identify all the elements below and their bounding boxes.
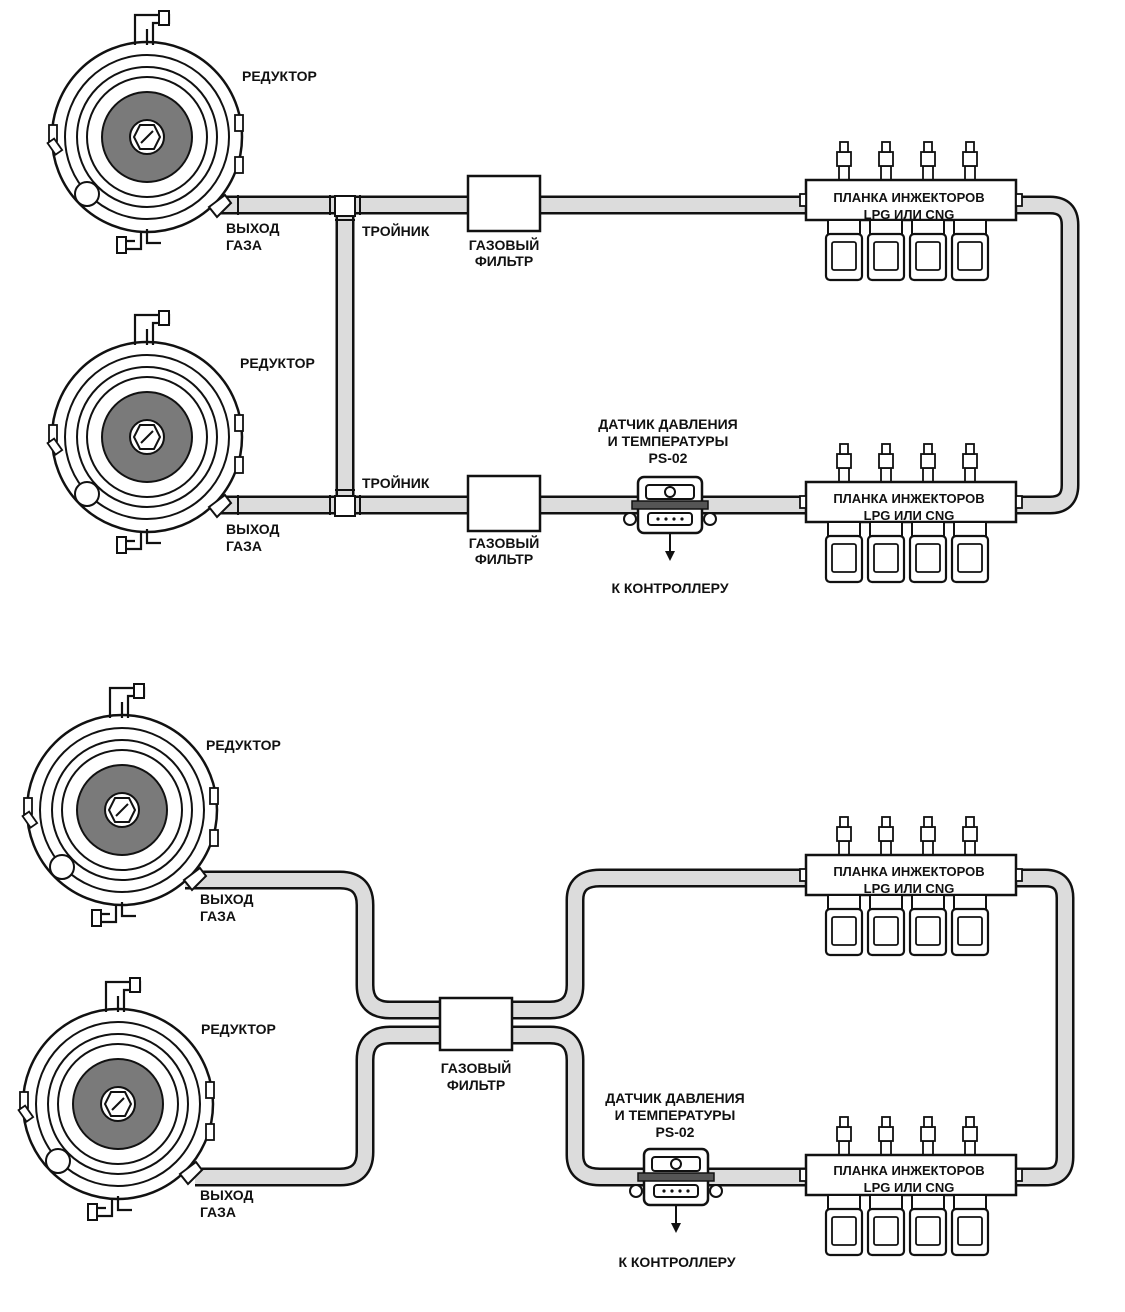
sensor-label: И ТЕМПЕРАТУРЫ <box>608 433 729 449</box>
gas-outlet-label: ГАЗА <box>226 538 262 554</box>
pressure-temperature-sensor <box>628 1147 724 1235</box>
reducer <box>17 976 216 1222</box>
rail-label: LPG ИЛИ CNG <box>864 508 955 523</box>
sensor-label: ДАТЧИК ДАВЛЕНИЯ <box>598 416 738 432</box>
reducer <box>46 309 245 555</box>
filter-label: ГАЗОВЫЙ <box>469 534 540 551</box>
gas-filter <box>466 474 542 533</box>
pipes-bottom <box>185 868 1075 1187</box>
tee-fitting <box>334 495 356 517</box>
sensor-model-label: PS-02 <box>649 450 688 466</box>
gas-filter <box>466 174 542 233</box>
rail-label: LPG ИЛИ CNG <box>864 1180 955 1195</box>
filter-label: ГАЗОВЫЙ <box>441 1059 512 1076</box>
rail-label: ПЛАНКА ИНЖЕКТОРОВ <box>833 491 984 506</box>
filter-label: ФИЛЬТР <box>475 253 533 269</box>
gas-outlet-label: ГАЗА <box>200 908 236 924</box>
gas-outlet-label: ВЫХОД <box>200 891 253 907</box>
sensor-label: И ТЕМПЕРАТУРЫ <box>615 1107 736 1123</box>
reducer <box>21 682 220 928</box>
reducer-label: РЕДУКТОР <box>201 1021 276 1037</box>
filter-label: ФИЛЬТР <box>447 1077 505 1093</box>
sensor-model-label: PS-02 <box>656 1124 695 1140</box>
tee-label: ТРОЙНИК <box>362 474 430 491</box>
controller-label: К КОНТРОЛЛЕРУ <box>611 580 728 596</box>
controller-label: К КОНТРОЛЛЕРУ <box>618 1254 735 1270</box>
filter-label: ФИЛЬТР <box>475 551 533 567</box>
gas-filter <box>438 996 514 1052</box>
rail-label: LPG ИЛИ CNG <box>864 207 955 222</box>
filter-label: ГАЗОВЫЙ <box>469 236 540 253</box>
reducer-label: РЕДУКТОР <box>206 737 281 753</box>
bottom-diagram: РЕДУКТОР РЕДУКТОР ВЫХОД ГАЗА ВЫХОД ГАЗА … <box>17 682 1075 1270</box>
top-diagram: РЕДУКТОР РЕДУКТОР ВЫХОД ГАЗА ВЫХОД ГАЗА … <box>46 9 1080 596</box>
tee-fitting <box>334 195 356 217</box>
rail-label: ПЛАНКА ИНЖЕКТОРОВ <box>833 190 984 205</box>
pressure-temperature-sensor <box>622 475 718 563</box>
reducer-label: РЕДУКТОР <box>240 355 315 371</box>
reducer-label: РЕДУКТОР <box>242 68 317 84</box>
gas-outlet-label: ВЫХОД <box>226 521 279 537</box>
gas-outlet-label: ВЫХОД <box>200 1187 253 1203</box>
gas-outlet-label: ГАЗА <box>200 1204 236 1220</box>
gas-outlet-label: ВЫХОД <box>226 220 279 236</box>
tee-label: ТРОЙНИК <box>362 222 430 239</box>
sensor-label: ДАТЧИК ДАВЛЕНИЯ <box>605 1090 745 1106</box>
gas-outlet-label: ГАЗА <box>226 237 262 253</box>
rail-label: ПЛАНКА ИНЖЕКТОРОВ <box>833 1163 984 1178</box>
rail-label: ПЛАНКА ИНЖЕКТОРОВ <box>833 864 984 879</box>
reducer <box>46 9 245 255</box>
rail-label: LPG ИЛИ CNG <box>864 881 955 896</box>
